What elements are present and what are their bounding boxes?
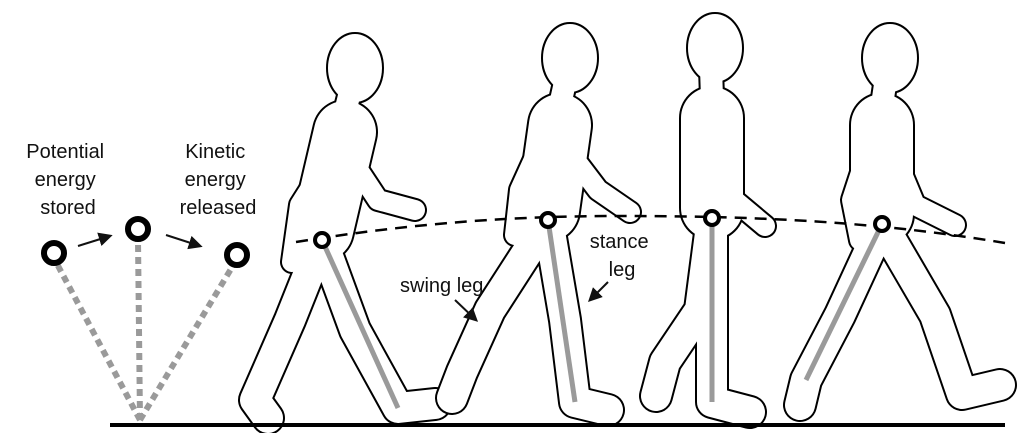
hip-joint-marker-4 xyxy=(873,215,891,233)
leg-fill xyxy=(307,225,450,423)
leg-fill xyxy=(697,203,765,427)
leg-fill xyxy=(437,205,563,413)
arrow-rise xyxy=(77,232,113,247)
hip-markers xyxy=(313,209,891,249)
swing-leg-arrow xyxy=(454,299,479,322)
leg-bone-line xyxy=(545,219,578,403)
hip-trajectory-dashed-line xyxy=(295,214,1006,245)
head-fill xyxy=(328,34,382,102)
walking-figure-3 xyxy=(639,12,777,429)
arm-fill xyxy=(880,135,965,235)
stance-leg-arrow xyxy=(588,281,609,302)
pendulum-rod-center xyxy=(135,239,143,421)
head-fill xyxy=(543,24,597,92)
walking-figures xyxy=(238,12,1017,433)
head-fill xyxy=(863,24,917,92)
arm-fill xyxy=(505,125,555,245)
hip-joint-marker-1 xyxy=(313,231,331,249)
leg-fill xyxy=(867,209,1015,409)
arm-fill xyxy=(550,130,640,222)
arm-fill xyxy=(702,120,775,236)
pendulum-bob-left xyxy=(41,240,67,266)
arrow-fall xyxy=(165,234,203,250)
hip-joint-marker-3 xyxy=(703,209,721,227)
hip-joint-marker-2 xyxy=(539,211,557,229)
head-fill xyxy=(688,14,742,82)
leg-bone-line xyxy=(319,238,401,410)
pendulum-bob-right xyxy=(224,242,250,268)
arm-fill xyxy=(842,135,880,250)
walking-figure-1 xyxy=(238,32,452,433)
arm-fill xyxy=(335,140,425,220)
pendulum-bob-center xyxy=(125,216,151,242)
kinetic-energy-label: Kinetic energy released xyxy=(180,141,257,219)
leg-fill xyxy=(240,225,337,433)
swing-leg-label: swing leg xyxy=(400,275,483,297)
pendulum-rod-right xyxy=(137,262,237,422)
potential-energy-label: Potential energy stored xyxy=(26,141,109,219)
leg-bone-line xyxy=(803,222,885,382)
pendulum-model xyxy=(41,216,250,422)
pendulum-rod-left xyxy=(53,260,143,422)
stance-leg-label: stance leg xyxy=(590,231,655,281)
arm-fill xyxy=(282,135,348,272)
walking-figure-2 xyxy=(435,22,642,427)
walking-figure-4 xyxy=(783,22,1017,422)
